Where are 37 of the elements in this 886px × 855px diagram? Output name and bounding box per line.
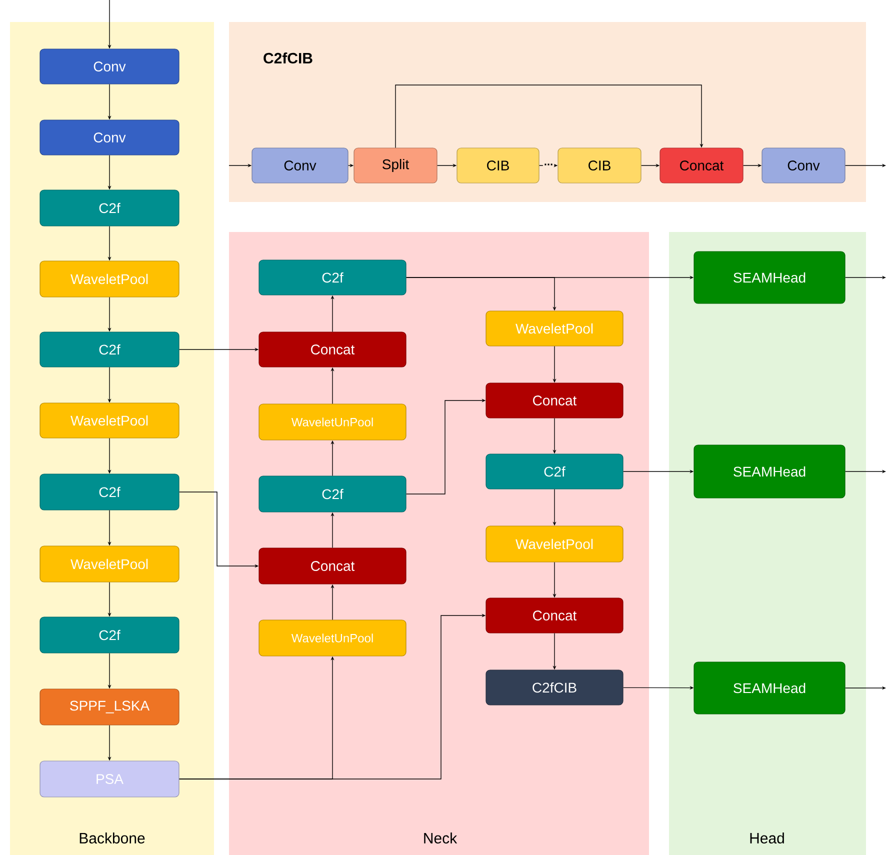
panel-title: Head <box>750 832 784 844</box>
layer-box: C2fCIB <box>486 670 624 706</box>
layer-box: Concat <box>486 382 624 418</box>
layer-box: WaveletUnPool <box>258 620 406 656</box>
layer-box: SEAMHead <box>694 662 846 714</box>
layer-box: CIB <box>456 148 540 184</box>
layer-box: CIB <box>558 148 642 184</box>
layer-box: C2f <box>258 260 406 296</box>
layer-box: WaveletUnPool <box>258 404 406 440</box>
layer-box: Concat <box>258 332 406 368</box>
layer-box: C2f <box>258 476 406 512</box>
layer-box: Conv <box>40 48 180 84</box>
panel-title: C2fCIB <box>264 52 312 64</box>
panel-title: Backbone <box>80 832 145 844</box>
layer-box: Conv <box>40 120 180 156</box>
layer-box: Concat <box>660 148 744 184</box>
arrow <box>395 84 704 148</box>
layer-box: SPPF_LSKA <box>40 688 180 726</box>
layer-box: C2f <box>40 332 180 368</box>
layer-box: Concat <box>486 598 624 634</box>
edge-label: ... <box>542 162 554 166</box>
layer-box: C2f <box>40 616 180 654</box>
layer-box: WaveletPool <box>486 526 624 562</box>
layer-box: WaveletPool <box>40 260 180 298</box>
layer-box: C2f <box>40 190 180 226</box>
layer-box: Conv <box>252 148 348 184</box>
layer-box: C2f <box>486 454 624 490</box>
layer-box: Concat <box>258 548 406 584</box>
layer-box: Split <box>354 148 438 184</box>
layer-box: SEAMHead <box>694 444 846 498</box>
layer-box: WaveletPool <box>40 546 180 582</box>
panel-title: Neck <box>424 832 458 844</box>
layer-box: C2f <box>40 474 180 510</box>
layer-box: WaveletPool <box>486 310 624 346</box>
layer-box: SEAMHead <box>694 251 846 304</box>
layer-box: WaveletPool <box>40 402 180 438</box>
layer-box: Conv <box>762 148 846 184</box>
